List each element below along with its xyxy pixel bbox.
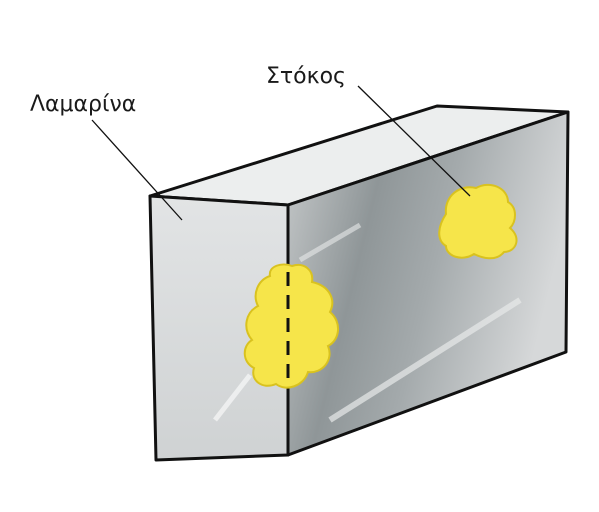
- putty-leader-line: [357, 85, 471, 197]
- sheet-metal-label: Λαμαρίνα: [30, 92, 137, 117]
- block-front-face: [148, 194, 290, 462]
- side-highlight: [298, 222, 362, 263]
- putty-label: Στόκος: [266, 64, 346, 89]
- putty-blob-side: [438, 183, 518, 260]
- sheet-metal-leader-line: [91, 119, 183, 221]
- side-highlight: [328, 297, 522, 423]
- putty-blob-edge: [243, 263, 339, 389]
- front-highlight: [213, 373, 252, 422]
